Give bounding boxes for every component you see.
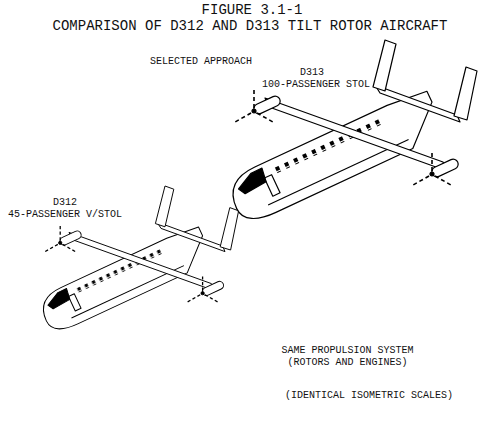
aircraft-designation: D313 <box>300 67 324 79</box>
d313-aircraft <box>224 40 477 227</box>
figure-title: COMPARISON OF D312 AND D313 TILT ROTOR A… <box>0 18 500 35</box>
aircraft-designation: D312 <box>53 197 77 209</box>
figure-number: FIGURE 3.1-1 <box>2 2 500 19</box>
d312-aircraft <box>36 186 238 335</box>
aircraft-description: 45-PASSENGER V/STOL <box>8 209 122 221</box>
propulsion-note: SAME PROPULSION SYSTEM (ROTORS AND ENGIN… <box>280 345 415 369</box>
scale-note: (IDENTICAL ISOMETRIC SCALES) <box>285 390 453 402</box>
approach-note: SELECTED APPROACH <box>150 56 252 68</box>
aircraft-description: 100-PASSENGER STOL <box>262 79 370 91</box>
